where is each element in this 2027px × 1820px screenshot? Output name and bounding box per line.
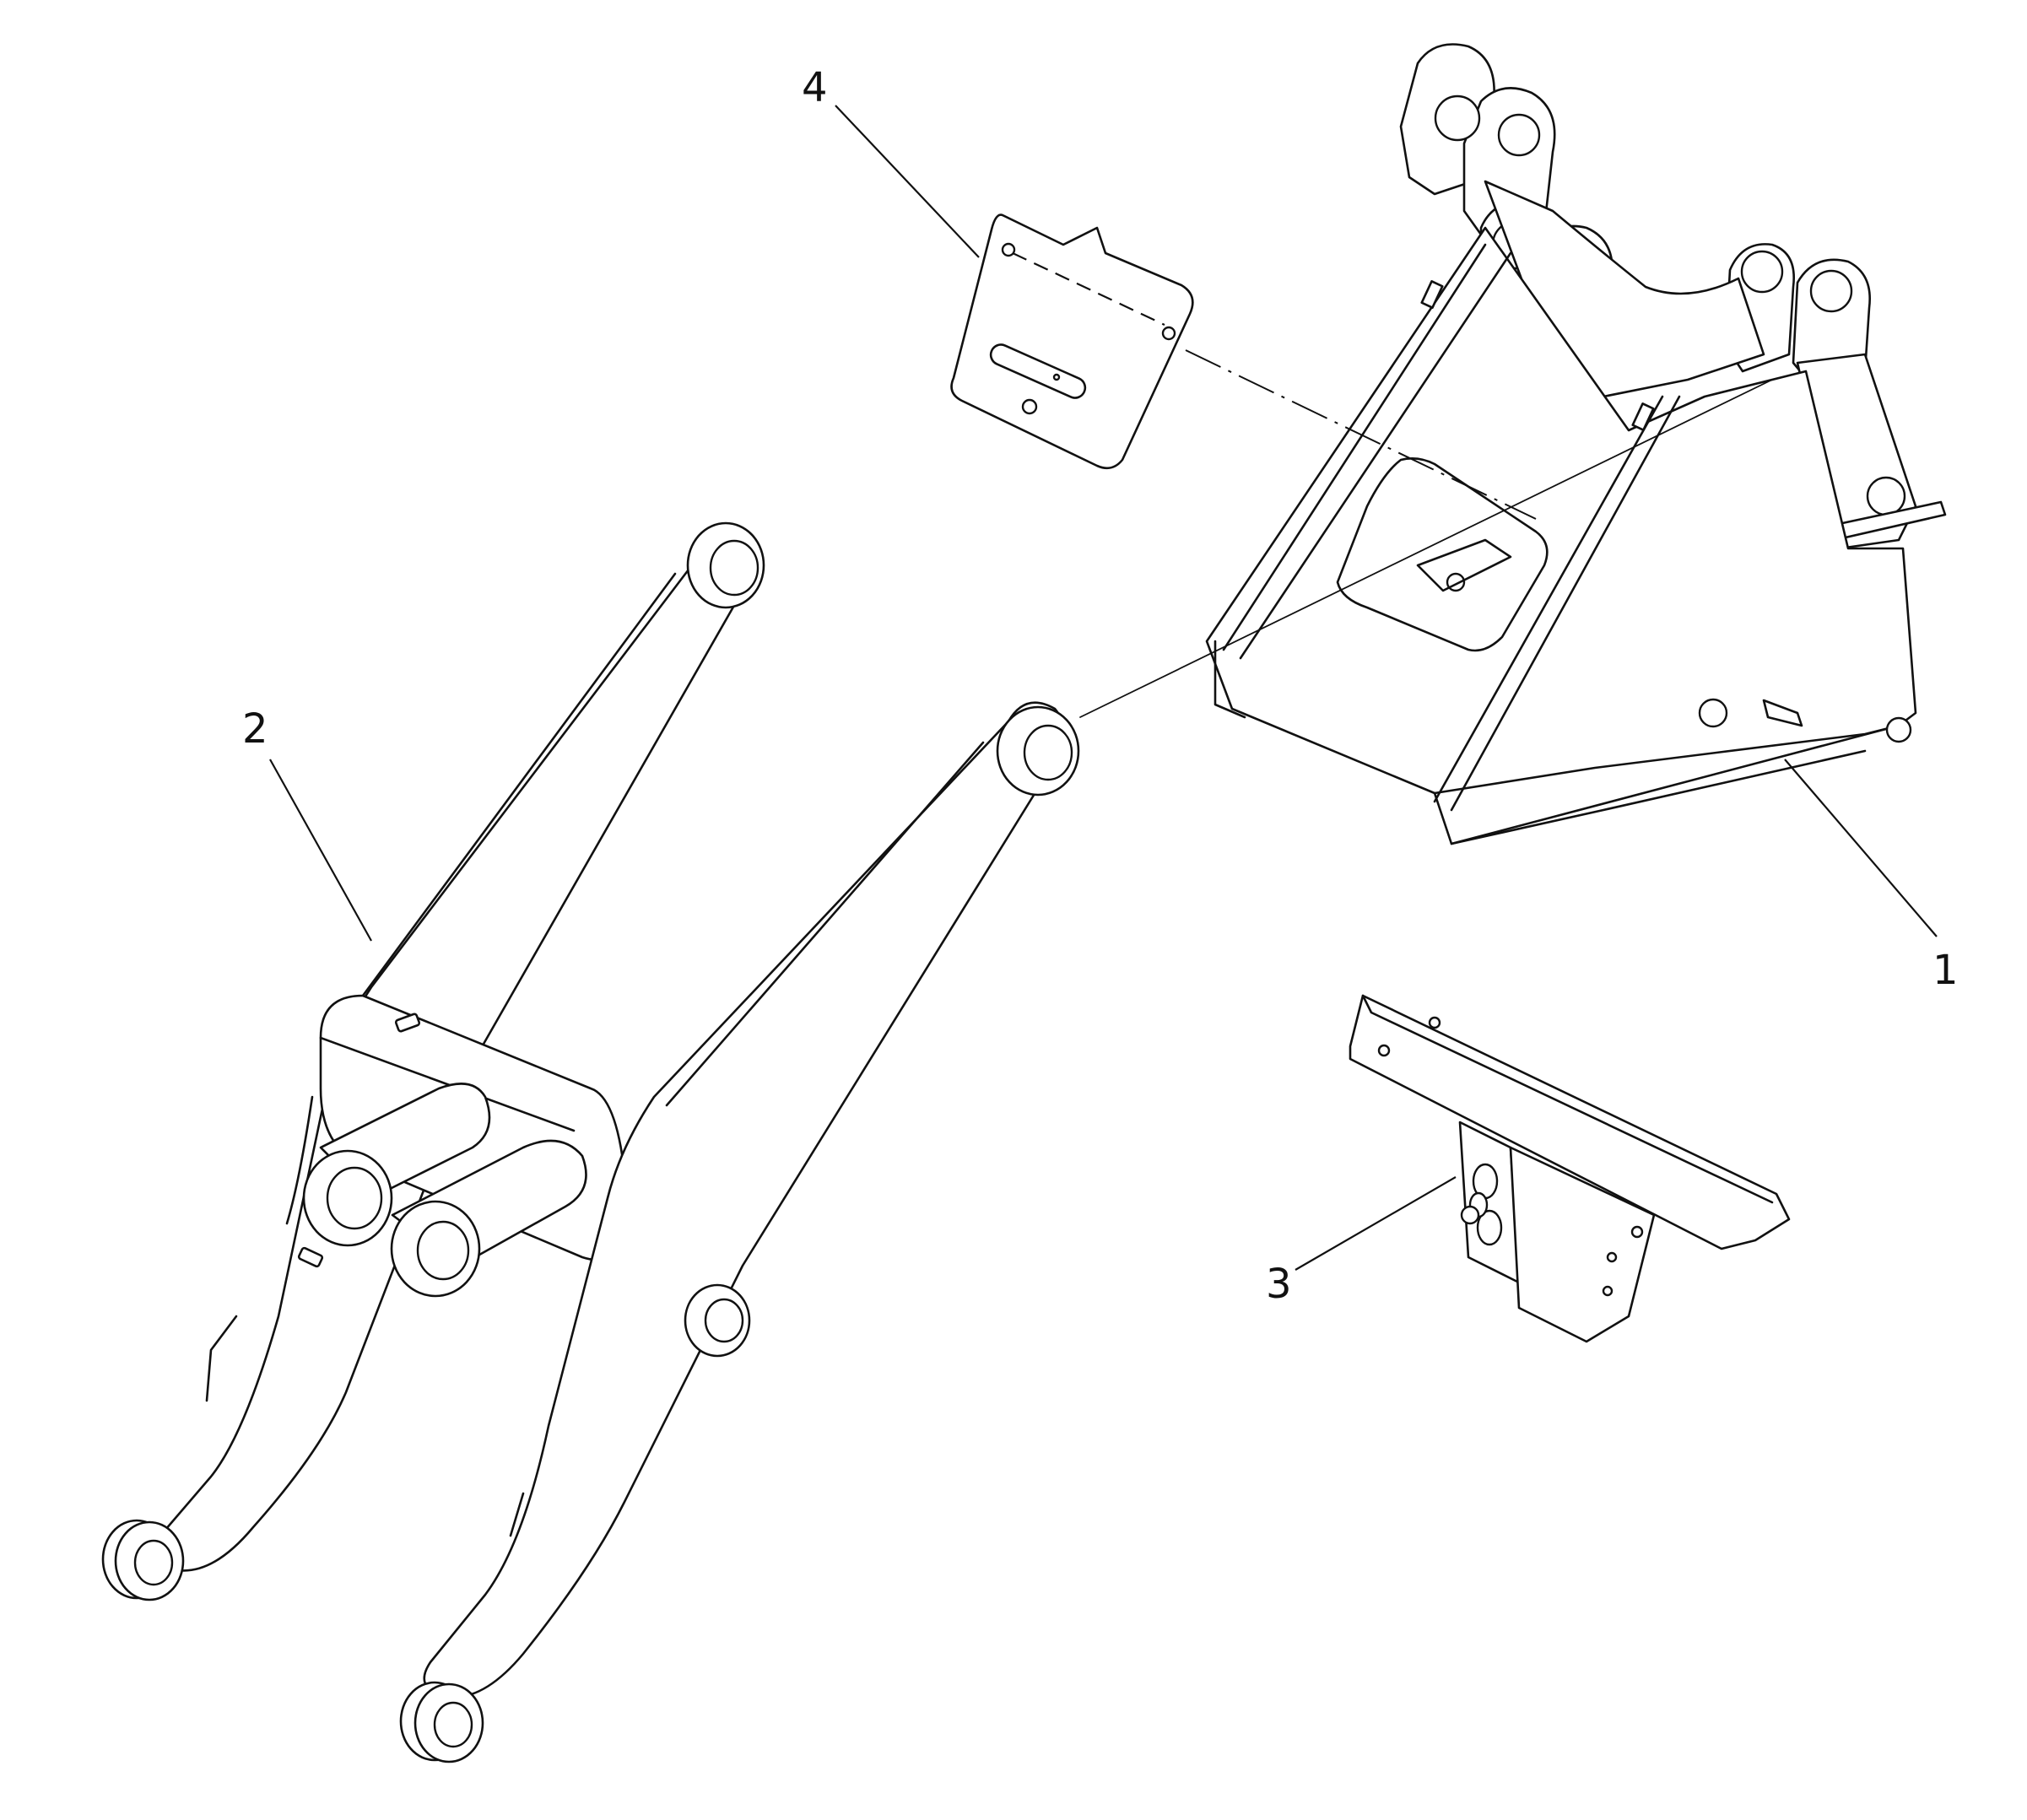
callout-2: 2: [242, 705, 268, 753]
front-frame-part-1[interactable]: [1205, 43, 1947, 845]
bracket-part-3[interactable]: [1349, 994, 1791, 1343]
leader-line-3: [1295, 1176, 1457, 1271]
leader-line-4: [835, 105, 980, 258]
alignment-line-plate: [1185, 349, 1537, 520]
callout-3: 3: [1266, 1261, 1292, 1308]
leader-line-1: [1784, 759, 1938, 937]
cover-plate-part-4[interactable]: [950, 213, 1194, 470]
lift-arm-part-2[interactable]: [101, 521, 1080, 1763]
callout-1: 1: [1932, 947, 1959, 994]
alignment-line-pin: [1079, 379, 1773, 718]
callout-4: 4: [802, 64, 828, 111]
leader-line-2: [269, 759, 372, 942]
